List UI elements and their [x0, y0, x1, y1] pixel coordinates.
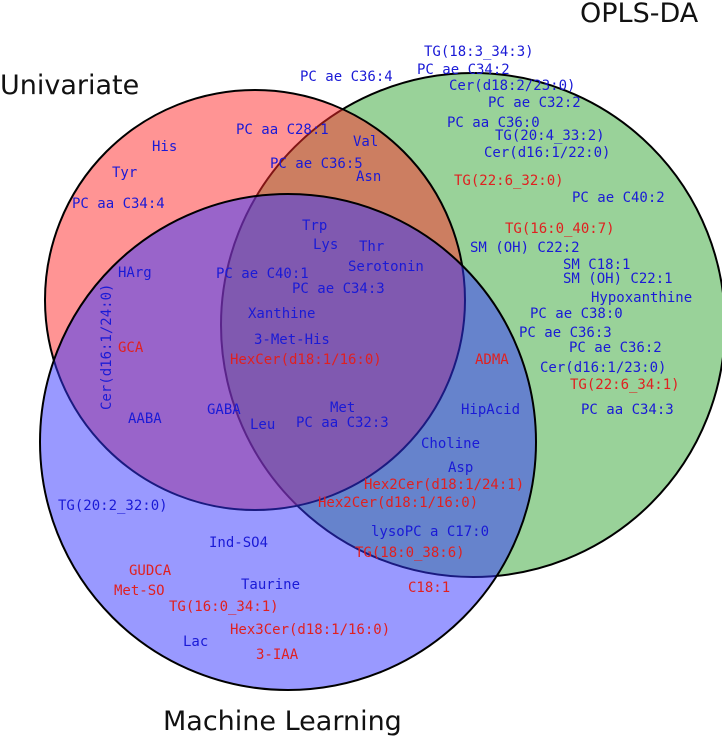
label-adma: ADMA — [475, 352, 509, 368]
label-sm-c18-1: SM C18:1 — [563, 257, 630, 273]
label-lys: Lys — [313, 237, 338, 253]
label-met-so: Met-SO — [114, 583, 165, 599]
label-his: His — [152, 139, 177, 155]
label-pc-ae-c36-2: PC ae C36:2 — [569, 340, 662, 356]
label-met: Met — [330, 400, 355, 416]
label-choline: Choline — [421, 436, 480, 452]
label-pc-aa-c34-4: PC aa C34:4 — [72, 196, 165, 212]
label-cer-d18-2-23-0: Cer(d18:2/23:0) — [449, 78, 575, 94]
label-gudca: GUDCA — [129, 563, 172, 579]
label-tyr: Tyr — [112, 165, 137, 181]
label-tg-18-0-38-6: TG(18:0_38:6) — [355, 545, 465, 561]
label-hex2cer-d18-1-24-1: Hex2Cer(d18:1/24:1) — [364, 477, 524, 493]
label-cer-d16-1-24-0: Cer(d16:1/24:0) — [99, 284, 115, 410]
label-leu: Leu — [250, 417, 275, 433]
label-pc-ae-c32-2: PC ae C32:2 — [488, 95, 581, 111]
set-title-machine-learning: Machine Learning — [163, 706, 402, 737]
label-taurine: Taurine — [241, 577, 300, 593]
label-pc-ae-c40-2: PC ae C40:2 — [572, 190, 665, 206]
label-trp: Trp — [302, 218, 327, 234]
label-c18-1: C18:1 — [408, 580, 450, 596]
set-title-oplsda: OPLS-DA — [580, 0, 699, 29]
label-hexcer-d18-1-16-0: HexCer(d18:1/16:0) — [230, 352, 382, 368]
label-sm-oh-c22-2: SM (OH) C22:2 — [470, 240, 580, 256]
label-hex3cer-d18-1-16-0: Hex3Cer(d18:1/16:0) — [230, 622, 390, 638]
label-thr: Thr — [359, 239, 384, 255]
label-tg-20-2-32-0: TG(20:2_32:0) — [58, 498, 168, 514]
label-pc-aa-c34-3: PC aa C34:3 — [581, 402, 674, 418]
label-pc-ae-c40-1: PC ae C40:1 — [216, 266, 309, 282]
label-asn: Asn — [356, 169, 381, 185]
label-3-iaa: 3-IAA — [256, 647, 299, 663]
label-tg-20-4-33-2: TG(20:4_33:2) — [495, 128, 605, 144]
label-pc-aa-c32-3: PC aa C32:3 — [296, 415, 389, 431]
label-3-met-his: 3-Met-His — [254, 332, 330, 348]
label-pc-ae-c38-0: PC ae C38:0 — [530, 306, 623, 322]
label-val: Val — [353, 134, 378, 150]
set-title-univariate: Univariate — [0, 70, 139, 101]
label-tg-22-6-34-1: TG(22:6_34:1) — [570, 377, 680, 393]
label-pc-ae-c34-2: PC ae C34:2 — [417, 62, 510, 78]
label-hypoxanthine: Hypoxanthine — [591, 290, 692, 306]
label-tg-16-0-40-7: TG(16:0_40:7) — [505, 221, 615, 237]
label-asp: Asp — [448, 460, 473, 476]
label-pc-ae-c34-3: PC ae C34:3 — [292, 281, 385, 297]
label-lysopc-a-c17-0: lysoPC a C17:0 — [371, 524, 489, 540]
label-sm-oh-c22-1: SM (OH) C22:1 — [563, 271, 673, 287]
label-pc-ae-c36-5: PC ae C36:5 — [270, 156, 363, 172]
label-cer-d16-1-23-0: Cer(d16:1/23:0) — [540, 360, 666, 376]
label-tg-16-0-34-1: TG(16:0_34:1) — [169, 599, 279, 615]
label-hex2cer-d18-1-16-0: Hex2Cer(d18:1/16:0) — [318, 495, 478, 511]
label-pc-aa-c36-0: PC aa C36:0 — [447, 115, 540, 131]
label-xanthine: Xanthine — [248, 306, 315, 322]
label-pc-aa-c28-1: PC aa C28:1 — [236, 122, 329, 138]
label-tg-18-3-34-3: TG(18:3_34:3) — [424, 44, 534, 60]
label-serotonin: Serotonin — [348, 259, 424, 275]
machine-learning-circle — [39, 193, 537, 691]
label-aaba: AABA — [128, 411, 162, 427]
label-harg: HArg — [118, 265, 152, 281]
label-ind-so4: Ind-SO4 — [209, 535, 268, 551]
label-hipacid: HipAcid — [461, 402, 520, 418]
label-pc-ae-c36-3: PC ae C36:3 — [519, 325, 612, 341]
label-gaba: GABA — [207, 402, 241, 418]
label-gca: GCA — [118, 340, 144, 356]
label-pc-ae-c36-4: PC ae C36:4 — [300, 69, 393, 85]
label-cer-d16-1-22-0: Cer(d16:1/22:0) — [484, 145, 610, 161]
label-lac: Lac — [183, 634, 208, 650]
label-tg-22-6-32-0: TG(22:6_32:0) — [454, 173, 564, 189]
item-labels: TG(18:3_34:3) PC ae C34:2 PC ae C36:4 Ce… — [58, 44, 692, 663]
